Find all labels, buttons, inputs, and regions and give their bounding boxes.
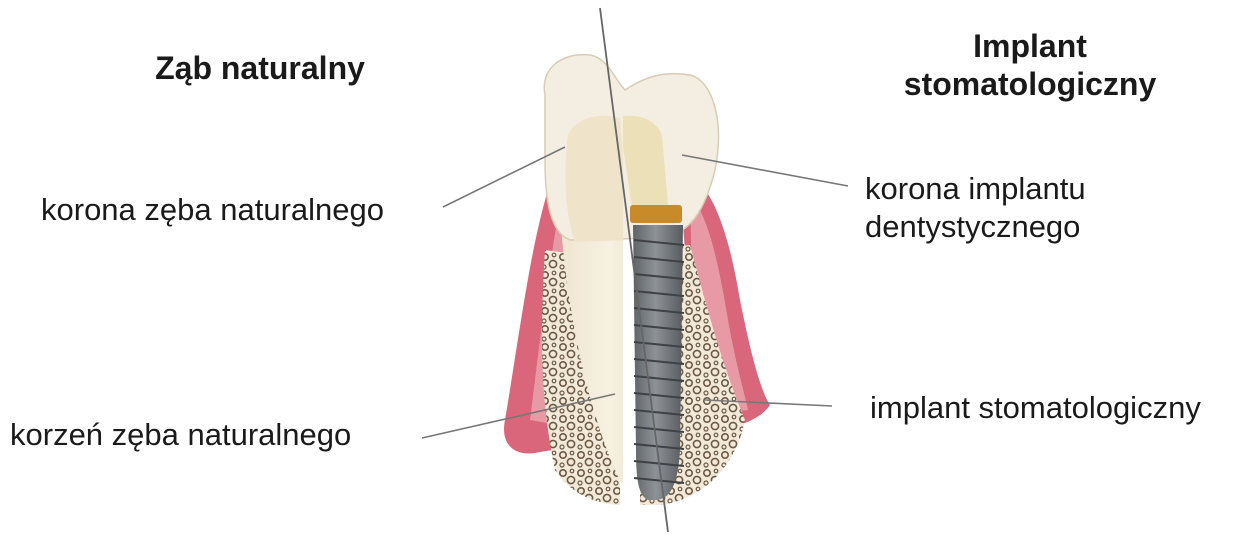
natural-dentin xyxy=(565,116,630,242)
abutment-band xyxy=(630,205,682,223)
